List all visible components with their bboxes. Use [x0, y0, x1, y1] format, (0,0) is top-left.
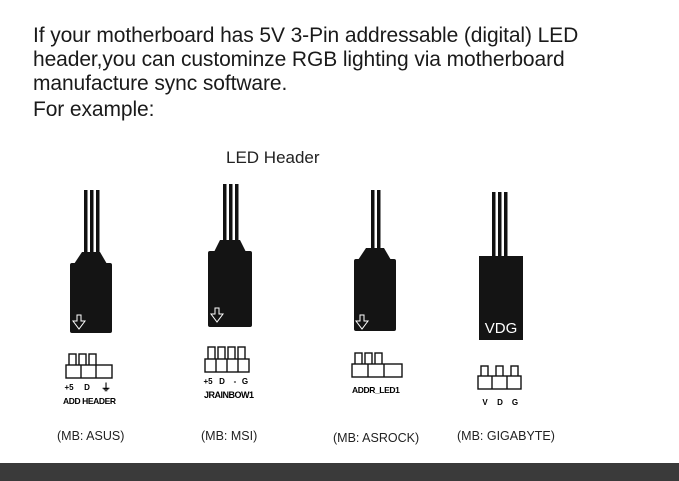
- pin-label-1: V: [482, 398, 488, 407]
- pin-label-3: G: [512, 398, 518, 407]
- plug-boot: [358, 248, 391, 260]
- header-pins: [477, 365, 522, 390]
- caption-gigabyte: (MB: GIGABYTE): [457, 429, 555, 443]
- plug-boot: [74, 252, 107, 264]
- header-label: JRAINBOW1: [204, 390, 254, 400]
- header-pins: [204, 346, 250, 373]
- intro-line-1: If your motherboard has 5V 3-Pin address…: [33, 24, 579, 47]
- plug-text: VDG: [485, 320, 518, 337]
- intro-text: If your motherboard has 5V 3-Pin address…: [33, 24, 673, 122]
- pin-label-4: G: [242, 377, 248, 386]
- pin-label-2: D: [84, 383, 90, 392]
- connector-msi: +5 D - G JRAINBOW1: [203, 184, 254, 400]
- connector-asrock: ADDR_LED1: [351, 190, 403, 395]
- pin-label-1: +5: [203, 377, 213, 386]
- pin-label-1: +5: [64, 383, 74, 392]
- arrow-down-icon: [355, 314, 369, 330]
- plug-boot: [214, 240, 246, 252]
- pin-label-3: -: [234, 377, 237, 386]
- header-label: ADD HEADER: [63, 396, 116, 406]
- connector-asus: +5 D ⏚ ADD HEADER: [63, 190, 116, 406]
- intro-line-3: manufacture sync software.: [33, 72, 288, 95]
- bottom-bar: [0, 463, 679, 481]
- cable-wires: [371, 190, 381, 252]
- caption-msi: (MB: MSI): [201, 429, 258, 443]
- caption-asrock: (MB: ASROCK): [333, 431, 420, 445]
- pin-label-2: D: [497, 398, 503, 407]
- header-pins: [65, 353, 113, 379]
- connector-gigabyte: VDG V D G: [477, 192, 523, 407]
- header-label: ADDR_LED1: [352, 385, 400, 395]
- plug-body: [208, 251, 252, 327]
- plug-body: [354, 259, 396, 331]
- cable-wires: [492, 192, 508, 258]
- cable-wires: [223, 184, 239, 244]
- plug-body: [70, 263, 112, 333]
- header-pins: [351, 352, 403, 378]
- pin-label-3: ⏚: [101, 382, 111, 394]
- arrow-down-icon: [72, 314, 86, 330]
- led-header-title: LED Header: [226, 148, 320, 167]
- intro-line-4: For example:: [33, 98, 155, 121]
- intro-line-2: header,you can custominze RGB lighting v…: [33, 48, 565, 71]
- arrow-down-icon: [210, 307, 224, 323]
- pin-label-2: D: [219, 377, 225, 386]
- cable-wires: [84, 190, 100, 256]
- caption-asus: (MB: ASUS): [57, 429, 125, 443]
- plug-body: [479, 256, 523, 340]
